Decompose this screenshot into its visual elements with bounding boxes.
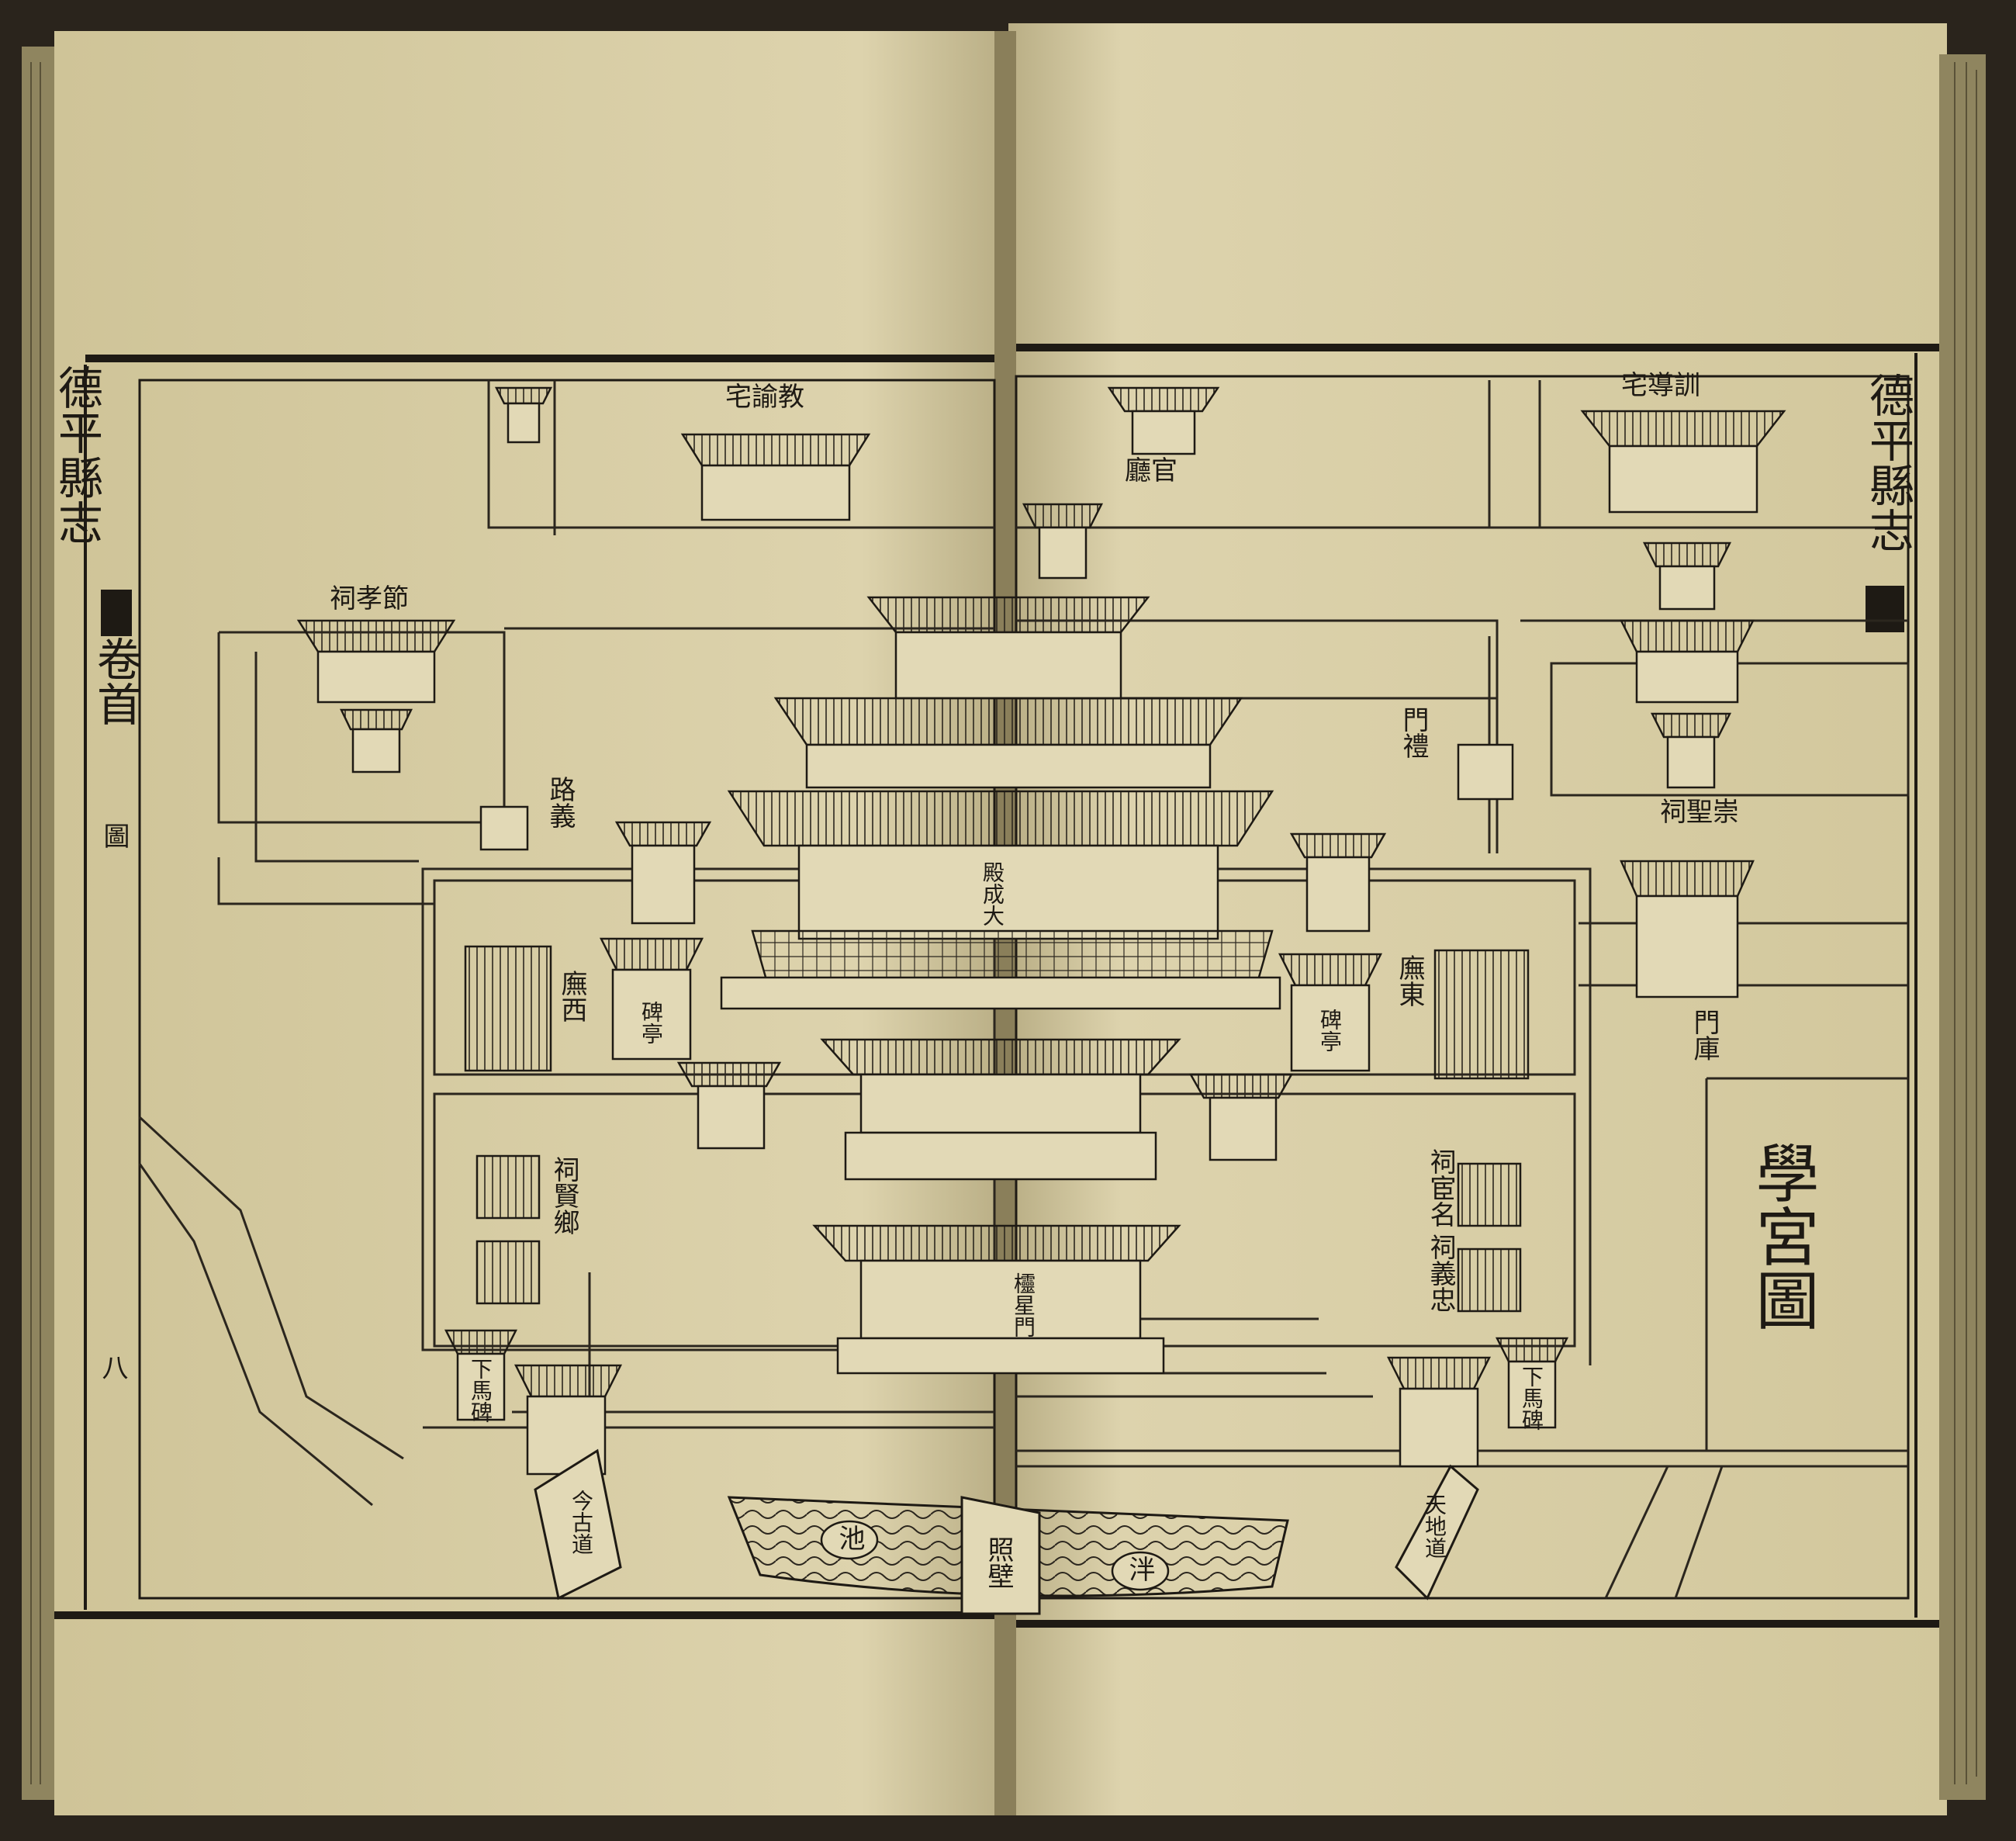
label-guan-ting: 廳官: [1125, 455, 1177, 486]
label-ku-men: 門庫: [1689, 1009, 1720, 1061]
left-page-subsection: 圖: [99, 822, 130, 849]
left-page-number: 八: [97, 1354, 128, 1380]
label-xiama-bei-left: 下馬碑: [468, 1358, 493, 1423]
label-chongsheng-ci: 祠聖崇: [1660, 797, 1739, 828]
right-page-header: 德平縣志: [1862, 372, 1914, 552]
left-page-section: 卷首: [89, 636, 142, 726]
label-zhao-bi: 照壁: [983, 1536, 1014, 1589]
left-page-header: 德平縣志: [50, 365, 103, 545]
label-bei-ting-right: 碑亭: [1317, 1009, 1343, 1052]
label-lingxing-men: 欞星門: [1011, 1272, 1036, 1337]
label-bei-ting-left: 碑亭: [638, 1001, 664, 1044]
label-tian-di-sign: 天地道: [1422, 1493, 1447, 1559]
label-yilu: 路義: [545, 776, 576, 829]
label-dong-wu: 廡東: [1394, 954, 1425, 1007]
label-xiangxian-ci: 祠賢鄉: [548, 1156, 579, 1235]
label-jin-gu-sign: 今古道: [569, 1490, 594, 1555]
label-xi-wu: 廡西: [556, 970, 587, 1023]
label-minghuan-ci: 祠宦名: [1425, 1148, 1456, 1227]
label-jiaoyu-zhai: 宅諭教: [725, 382, 804, 413]
label-xundao-zhai: 宅導訓: [1621, 370, 1700, 401]
label-xiama-bei-right: 下馬碑: [1519, 1365, 1544, 1431]
map-title: 學宮圖: [1745, 1140, 1818, 1331]
label-pan-chi-left: 池: [834, 1524, 865, 1551]
label-pan-chi-right: 泮: [1124, 1556, 1155, 1582]
label-limen: 門禮: [1398, 706, 1429, 759]
label-jiexiao-ci: 祠孝節: [330, 583, 409, 614]
page-edge-right: [1939, 54, 1986, 1800]
label-zhongyi-ci: 祠義忠: [1425, 1234, 1456, 1313]
label-dacheng-dian: 殿成大: [980, 861, 1005, 926]
